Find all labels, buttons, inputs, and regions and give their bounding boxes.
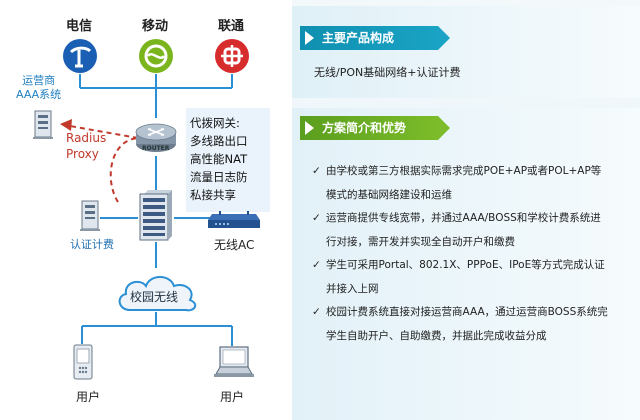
core-switch-icon bbox=[139, 190, 172, 241]
list-item-text: 由学校或第三方根据实际需求完成POE+AP或者POL+AP等 bbox=[326, 165, 602, 177]
gateway-line-2: 高性能NAT bbox=[190, 152, 248, 166]
composition-text: 无线/PON基础网络+认证计费 bbox=[314, 66, 461, 79]
aaa-label-line1: 运营商 bbox=[22, 74, 56, 87]
check-icon: ✓ bbox=[312, 306, 321, 318]
china-mobile-logo-icon bbox=[139, 39, 173, 73]
gateway-line-3: 流量日志防 bbox=[190, 170, 248, 184]
auth-billing-label: 认证计费 bbox=[70, 238, 114, 251]
china-telecom-logo-icon bbox=[63, 39, 97, 73]
radius-label-line1: Radius bbox=[66, 131, 107, 145]
section-band-advantages bbox=[292, 108, 640, 420]
carrier-label-mobile: 移动 bbox=[142, 19, 169, 34]
wireless-ac-icon bbox=[208, 211, 260, 228]
radius-dashed-path bbox=[109, 137, 139, 203]
solution-panel: 主要产品构成 无线/PON基础网络+认证计费 方案简介和优势 ✓ 由学校或第三方根… bbox=[292, 0, 640, 420]
section-header-composition: 主要产品构成 bbox=[300, 26, 450, 50]
user-label-phone: 用户 bbox=[76, 390, 101, 404]
gateway-line-0: 代拨网关: bbox=[190, 116, 240, 130]
router-label: ROUTER bbox=[142, 145, 170, 152]
laptop-icon bbox=[214, 346, 254, 377]
list-item: 学生自助开户、自助缴费，并据此完成收益分成 bbox=[312, 325, 640, 349]
list-item-text: 并接入上网 bbox=[326, 282, 379, 295]
radius-label-line2: Proxy bbox=[66, 147, 99, 161]
gateway-line-4: 私接共享 bbox=[190, 188, 236, 202]
router-icon bbox=[135, 123, 177, 152]
network-diagram: 电信 移动 联通 运营商 AAA系统 Radius Proxy ROUTER 代… bbox=[0, 0, 292, 420]
carrier-label-telecom: 电信 bbox=[66, 19, 93, 34]
list-item: 模式的基础网络建设和运维 bbox=[312, 184, 640, 208]
network-diagram-lines bbox=[60, 74, 233, 346]
check-icon: ✓ bbox=[312, 259, 321, 271]
list-item: ✓ 运营商提供专线宽带，并通过AAA/BOSS和学校计费系统进 bbox=[312, 207, 640, 231]
mobile-phone-icon bbox=[73, 344, 93, 380]
list-item-text: 行对接，需开发并实现全自动开户和缴费 bbox=[326, 235, 515, 248]
advantages-list: ✓ 由学校或第三方根据实际需求完成POE+AP或者POL+AP等 模式的基础网络建… bbox=[312, 160, 640, 348]
campus-wireless-label: 校园无线 bbox=[130, 290, 179, 304]
list-item: 并接入上网 bbox=[312, 278, 640, 302]
section-header-advantages: 方案简介和优势 bbox=[300, 116, 450, 140]
list-item-text: 模式的基础网络建设和运维 bbox=[326, 188, 452, 201]
china-unicom-logo-icon bbox=[215, 39, 249, 73]
aaa-server-icon bbox=[33, 110, 53, 139]
list-item-text: 学生可采用Portal、802.1X、PPPoE、IPoE等方式完成认证 bbox=[326, 259, 605, 271]
list-item: 行对接，需开发并实现全自动开户和缴费 bbox=[312, 231, 640, 255]
user-label-laptop: 用户 bbox=[220, 390, 245, 404]
radius-proxy-label: Radius Proxy bbox=[66, 130, 106, 162]
list-item: ✓ 校园计费系统直接对接运营商AAA，通过运营商BOSS系统完 bbox=[312, 301, 640, 325]
list-item-text: 校园计费系统直接对接运营商AAA，通过运营商BOSS系统完 bbox=[326, 306, 608, 318]
list-item: ✓ 学生可采用Portal、802.1X、PPPoE、IPoE等方式完成认证 bbox=[312, 254, 640, 278]
gateway-info-box: 代拨网关: 多线路出口 高性能NAT 流量日志防 私接共享 bbox=[186, 108, 270, 212]
carrier-label-unicom: 联通 bbox=[218, 19, 245, 34]
check-icon: ✓ bbox=[312, 212, 321, 224]
list-item-text: 运营商提供专线宽带，并通过AAA/BOSS和学校计费系统进 bbox=[326, 212, 601, 224]
list-item: ✓ 由学校或第三方根据实际需求完成POE+AP或者POL+AP等 bbox=[312, 160, 640, 184]
section-band-composition bbox=[292, 6, 640, 98]
list-item-text: 学生自助开户、自助缴费，并据此完成收益分成 bbox=[326, 329, 547, 342]
wireless-ac-label: 无线AC bbox=[214, 238, 255, 252]
gateway-line-1: 多线路出口 bbox=[190, 134, 248, 148]
cloud-icon bbox=[118, 276, 197, 312]
aaa-system-label: 运营商 AAA系统 bbox=[16, 74, 61, 102]
check-icon: ✓ bbox=[312, 165, 321, 177]
aaa-label-line2: AAA系统 bbox=[16, 88, 62, 101]
auth-billing-server-icon bbox=[80, 200, 100, 231]
radius-arrow-head bbox=[60, 119, 72, 131]
